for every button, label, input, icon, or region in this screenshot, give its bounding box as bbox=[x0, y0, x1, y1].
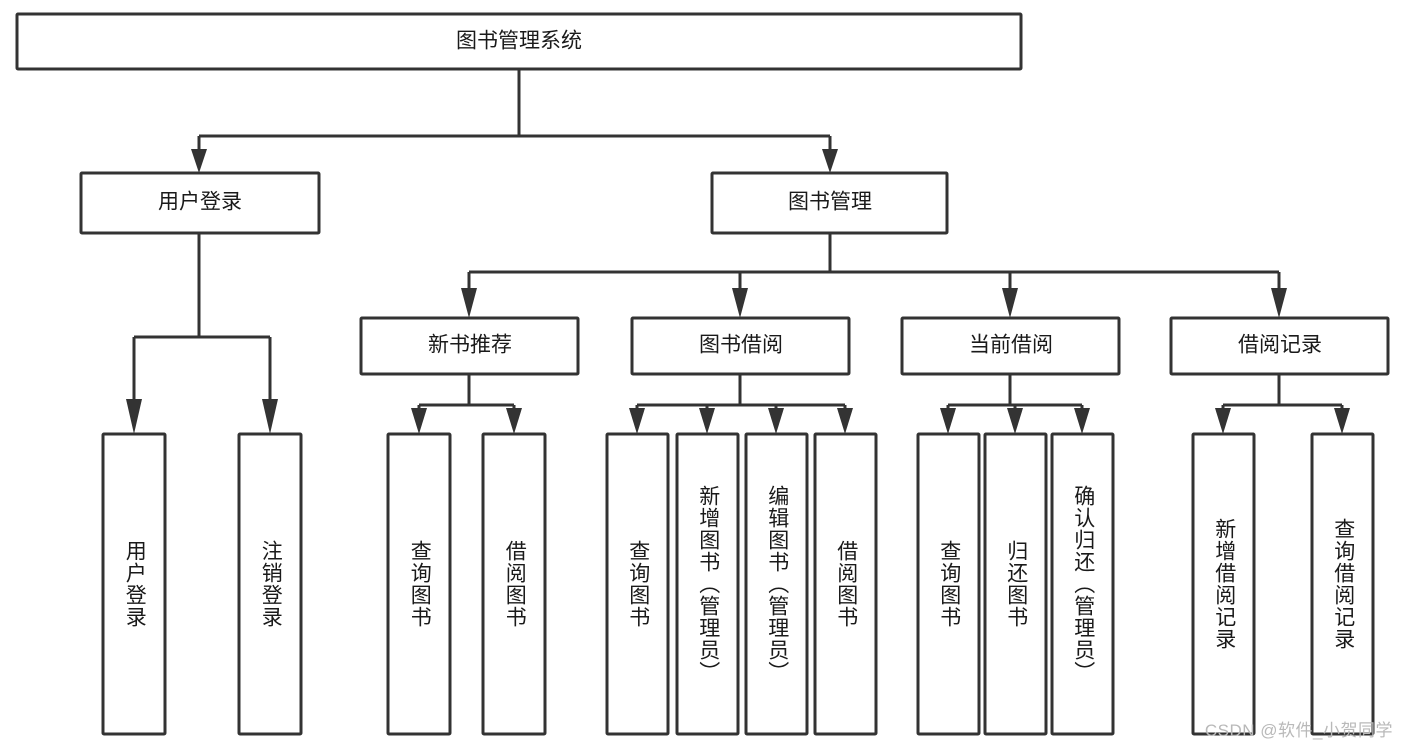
arrow-head-leaf-query-book-2 bbox=[629, 408, 645, 434]
connector-group bbox=[126, 70, 1350, 434]
arrow-head-book-manage bbox=[822, 149, 838, 173]
node-new-book-recommend[interactable] bbox=[359, 316, 580, 376]
label-root: 图书管理系统 bbox=[456, 30, 582, 53]
node-book-borrow[interactable] bbox=[630, 316, 851, 376]
node-leaf-return-book[interactable] bbox=[983, 432, 1048, 736]
node-current-borrow[interactable] bbox=[900, 316, 1121, 376]
node-user-login[interactable] bbox=[79, 171, 321, 235]
arrow-head-leaf-add-record bbox=[1215, 408, 1231, 434]
node-book-manage[interactable] bbox=[710, 171, 949, 235]
node-label-group: 图书管理系统 用户登录 图书管理 新书推荐 图书借阅 当前借阅 借阅记录 bbox=[158, 30, 1322, 357]
arrow-head-leaf-logout-login bbox=[262, 399, 278, 434]
arrow-head-book-borrow bbox=[732, 288, 748, 318]
arrow-head-borrow-record bbox=[1271, 288, 1287, 318]
node-leaf-add-record[interactable] bbox=[1191, 432, 1256, 736]
arrow-head-current-borrow bbox=[1002, 288, 1018, 318]
arrow-head-leaf-borrow-book-1 bbox=[506, 408, 522, 434]
node-leaf-add-book[interactable] bbox=[675, 432, 740, 736]
label-new-book-recommend: 新书推荐 bbox=[428, 334, 512, 357]
arrow-head-leaf-query-book-1 bbox=[411, 408, 427, 434]
label-user-login: 用户登录 bbox=[158, 191, 242, 214]
label-borrow-record: 借阅记录 bbox=[1238, 334, 1322, 357]
node-leaf-query-book-1[interactable] bbox=[386, 432, 452, 736]
arrow-head-leaf-query-book-3 bbox=[940, 408, 956, 434]
node-leaf-query-book-3[interactable] bbox=[916, 432, 981, 736]
arrow-head-new-book-recommend bbox=[461, 288, 477, 318]
node-root[interactable] bbox=[15, 12, 1023, 71]
arrow-head-leaf-query-record bbox=[1334, 408, 1350, 434]
arrow-head-leaf-return-book bbox=[1007, 408, 1023, 434]
watermark-text: CSDN @软件_小贺同学 bbox=[1204, 721, 1393, 740]
arrow-head-leaf-edit-book bbox=[768, 408, 784, 434]
node-borrow-record[interactable] bbox=[1169, 316, 1390, 376]
node-leaf-borrow-book-1[interactable] bbox=[481, 432, 547, 736]
node-leaf-edit-book[interactable] bbox=[744, 432, 809, 736]
label-current-borrow: 当前借阅 bbox=[969, 334, 1053, 357]
node-leaf-query-book-2[interactable] bbox=[605, 432, 670, 736]
node-leaf-query-record[interactable] bbox=[1310, 432, 1375, 736]
arrow-head-leaf-add-book bbox=[699, 408, 715, 434]
node-box-group bbox=[15, 12, 1390, 736]
label-book-manage: 图书管理 bbox=[788, 191, 872, 214]
label-book-borrow: 图书借阅 bbox=[699, 334, 783, 357]
node-leaf-borrow-book-2[interactable] bbox=[813, 432, 878, 736]
arrow-head-user-login bbox=[191, 149, 207, 173]
arrow-head-leaf-confirm-return bbox=[1074, 408, 1090, 434]
node-leaf-user-login[interactable] bbox=[101, 432, 167, 736]
node-leaf-logout-login[interactable] bbox=[237, 432, 303, 736]
arrow-head-leaf-user-login bbox=[126, 399, 142, 434]
node-leaf-confirm-return[interactable] bbox=[1050, 432, 1115, 736]
arrow-head-leaf-borrow-book-2 bbox=[837, 408, 853, 434]
